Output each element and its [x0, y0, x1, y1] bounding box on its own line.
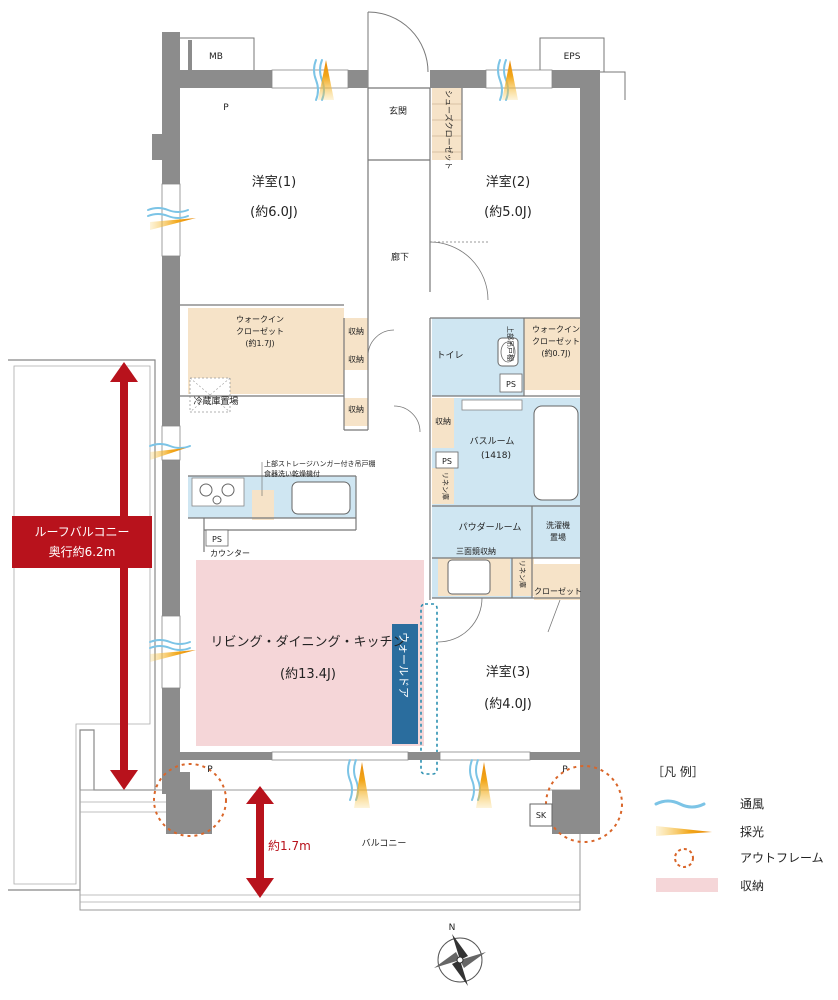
wall-door-label-box [392, 624, 418, 744]
legend-light-label: 採光 [740, 825, 764, 839]
p-label-3: P [562, 765, 568, 775]
ps-box-1 [499, 373, 523, 393]
burner-icon [221, 483, 235, 497]
balcony-label: バルコニー [362, 838, 407, 849]
wall-door-frame [420, 603, 438, 775]
kitchen-note-1: 上部ストレージハンガー付き吊戸棚 [264, 459, 375, 468]
storage-areas [188, 88, 582, 600]
legend-light-swatch [656, 826, 712, 836]
shoe-closet-label: シューズクローゼット [444, 90, 454, 170]
ldk-size: (約13.4J) [280, 667, 336, 682]
ldk-name: リビング・ダイニング・キッチン [210, 635, 405, 650]
room3-size: (約4.0J) [484, 697, 532, 712]
counter-label: カウンター [210, 549, 250, 558]
p-label-1: P [223, 103, 229, 113]
shoe-closet-shelves [432, 103, 462, 153]
washbasin-icon [447, 559, 491, 595]
washer-line1: 洗濯機 [546, 520, 570, 530]
closet-label: クローゼット [534, 586, 582, 596]
powder-room-label: パウダールーム [459, 521, 522, 533]
wic2-line2: クローゼット [532, 336, 580, 346]
sk-label: SK [536, 811, 547, 820]
roof-balcony [8, 359, 156, 891]
p-label-2: P [207, 765, 213, 775]
bath-line1: バスルーム [470, 436, 515, 447]
ps-label-2: PS [442, 457, 452, 466]
eps-label: EPS [564, 52, 581, 62]
linen-label-2: リネン庫 [518, 560, 527, 588]
bathtub-icon [533, 405, 579, 501]
room2-name: 洋室(2) [486, 174, 530, 190]
burner-icon [212, 495, 222, 505]
bath-line2: (1418) [481, 451, 511, 461]
legend-storage-label: 収納 [740, 879, 764, 893]
storage-label-3: 収納 [348, 404, 364, 414]
balcony-depth-arrow [246, 786, 274, 898]
wic1-line3: (約1.7J) [245, 338, 274, 348]
storage-label-1: 収納 [348, 326, 364, 336]
burner-icon [199, 483, 213, 497]
fridge-label: 冷蔵庫置場 [193, 395, 238, 407]
wic1-line2: クローゼット [236, 326, 284, 336]
room1-size: (約6.0J) [250, 205, 298, 220]
wic2-line1: ウォークイン [532, 325, 580, 334]
ldk-area [196, 560, 424, 746]
room3-name: 洋室(3) [486, 664, 530, 680]
door-swings [367, 241, 561, 643]
sk-box [529, 803, 553, 827]
toilet-icon [497, 337, 519, 367]
kitchen-counter [191, 477, 351, 515]
compass-north-label: N [449, 923, 456, 933]
ps-label-3: PS [212, 535, 222, 544]
ps-label-1: PS [506, 380, 516, 389]
kitchen-note-2: 食器洗い乾燥機付 [264, 469, 320, 478]
wall-door-label: ウォールドア [397, 632, 410, 698]
mirror-storage-label: 三面鏡収納 [456, 546, 496, 556]
roof-balcony-title: ルーフバルコニー [34, 525, 129, 539]
balcony-depth-label: 約1.7m [268, 838, 311, 853]
compass-icon [434, 934, 486, 986]
storage-label-4: 収納 [435, 416, 451, 426]
fridge-place [189, 377, 231, 413]
legend-title: ［凡 例］ [652, 765, 704, 779]
mb-label: MB [209, 52, 223, 62]
roof-balcony-label-box [12, 516, 152, 568]
genkan-label: 玄関 [389, 105, 407, 117]
legend-wind-label: 通風 [740, 797, 764, 811]
roof-depth-arrow [110, 362, 138, 790]
sink-icon [291, 481, 351, 515]
ps-box-3 [205, 529, 229, 547]
legend [654, 799, 718, 892]
legend-wind-swatch [654, 799, 706, 809]
wic1-line1: ウォークイン [236, 315, 284, 324]
room1-name: 洋室(1) [252, 174, 296, 190]
upper-shelf-label: 上部吊戸棚 [506, 326, 515, 361]
legend-outframe-swatch [674, 848, 694, 868]
washer-line2: 置場 [550, 532, 566, 542]
linen-label-1: リネン庫 [441, 472, 450, 500]
storage-label-2: 収納 [348, 354, 364, 364]
outframe-markers [153, 763, 623, 843]
light-indicators [150, 60, 518, 808]
legend-storage-swatch [656, 878, 718, 892]
ps-box-2 [435, 451, 459, 469]
roof-balcony-depth: 奥行約6.2m [49, 544, 116, 559]
wic2-line3: (約0.7J) [541, 348, 570, 358]
room2-size: (約5.0J) [484, 205, 532, 220]
balcony-outline [79, 789, 581, 911]
hallway-label: 廊下 [391, 251, 409, 263]
toilet-label: トイレ [436, 351, 463, 361]
legend-outframe-label: アウトフレーム [740, 851, 824, 865]
interior-walls [180, 87, 600, 600]
